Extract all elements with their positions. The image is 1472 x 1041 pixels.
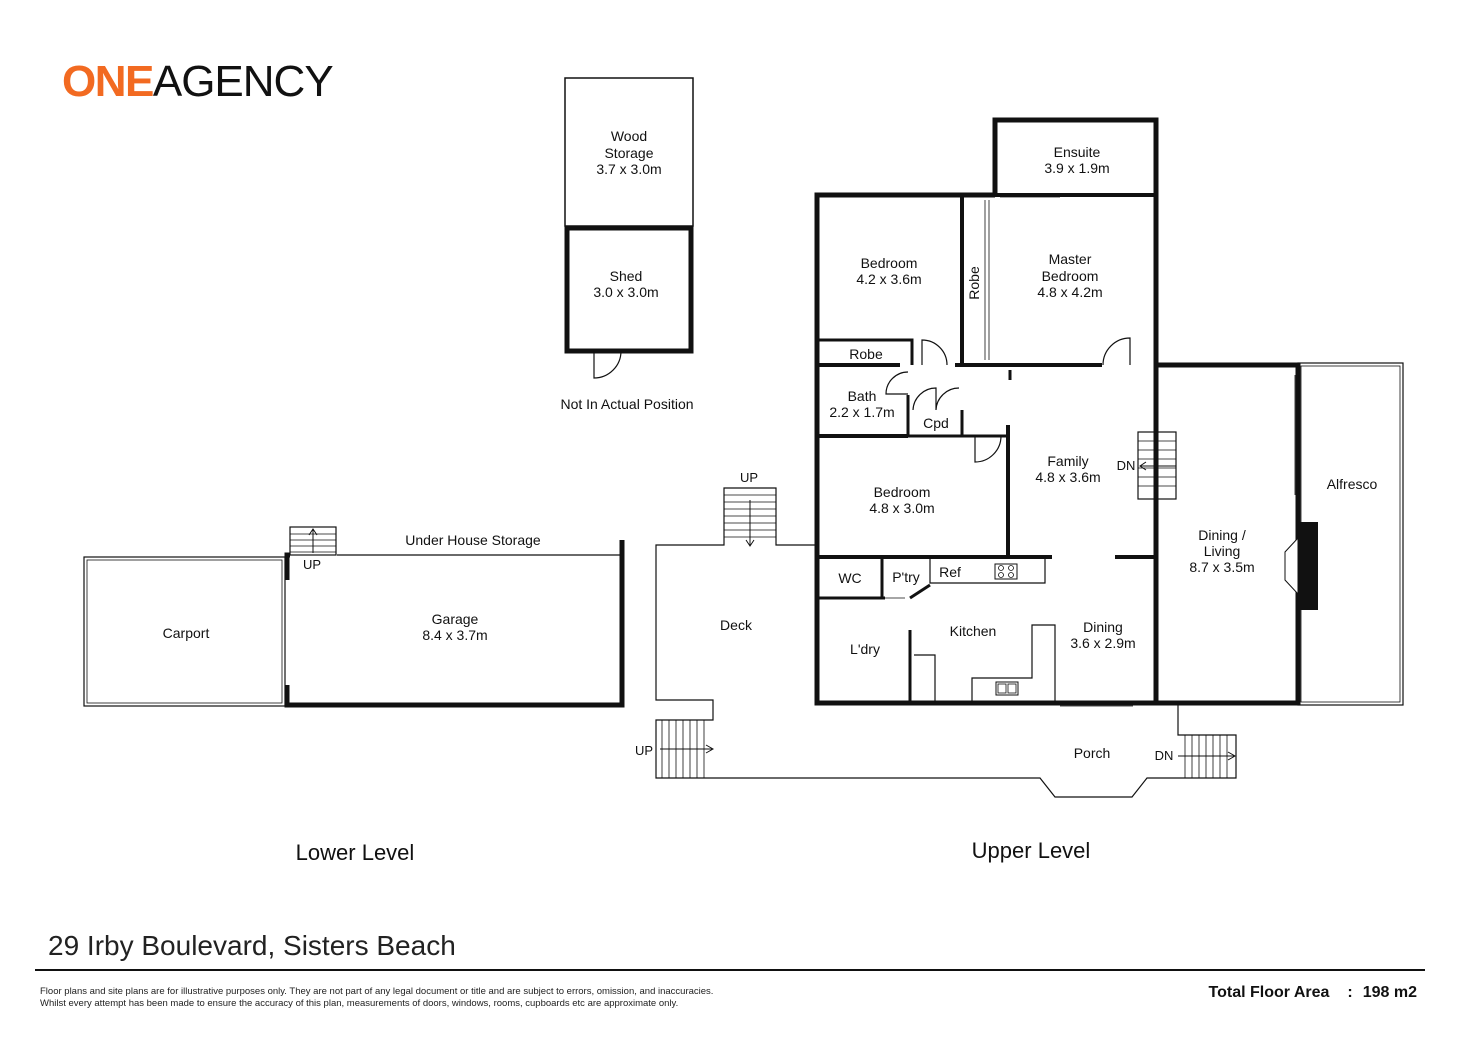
deck-up-label: UP [740, 470, 758, 485]
deck-porch-outline [655, 487, 1237, 798]
family-dn-label: DN [1117, 458, 1136, 473]
outbuildings [564, 77, 694, 379]
bedroom2-name: Bedroom [874, 484, 931, 500]
alfresco-sliders [1294, 375, 1300, 495]
laundry-bench [914, 654, 936, 703]
disclaimer-line-2: Whilst every attempt has been made to en… [40, 998, 679, 1009]
total-area-label: Total Floor Area [1208, 984, 1330, 1001]
master-name-2: Bedroom [1042, 268, 1099, 284]
garage-name: Garage [432, 611, 479, 627]
robe-sliders [984, 200, 990, 360]
bath-size: 2.2 x 1.7m [829, 404, 894, 420]
kitchen-label: Kitchen [950, 623, 997, 639]
property-address: 29 Irby Boulevard, Sisters Beach [48, 930, 456, 961]
cooktop-icon [994, 563, 1018, 580]
robe-wall [817, 338, 914, 365]
bedroom1-name: Bedroom [861, 255, 918, 271]
total-floor-area: Total Floor Area:198 m2 [1209, 984, 1418, 1002]
garage-wall-left [284, 552, 290, 580]
carport-label: Carport [163, 625, 210, 641]
ensuite-size: 3.9 x 1.9m [1044, 160, 1109, 176]
bath-name: Bath [848, 388, 877, 404]
disclaimer-line-1: Floor plans and site plans are for illus… [40, 986, 714, 997]
lower-stair-arrow [308, 528, 318, 553]
kitchen-bench-island [971, 624, 1056, 703]
bedroom-door [921, 339, 948, 366]
dining-name: Dining [1083, 619, 1123, 635]
cpd-walls [906, 395, 964, 438]
porch-label: Porch [1074, 745, 1111, 761]
master-name-1: Master [1049, 251, 1092, 267]
family-stair-arrow [1139, 461, 1176, 471]
kitchen-bench-top [929, 556, 1046, 584]
family-size: 4.8 x 3.6m [1035, 469, 1100, 485]
shed-door [593, 350, 622, 379]
alfresco-label: Alfresco [1327, 476, 1378, 492]
bedroom2-size: 4.8 x 3.0m [869, 500, 934, 516]
disclaimer: Floor plans and site plans are for illus… [40, 986, 713, 1010]
carport-outline [83, 556, 286, 707]
master-door [1102, 337, 1131, 366]
wood-storage-size: 3.7 x 3.0m [596, 161, 661, 177]
fireplace-hearth [1284, 536, 1299, 596]
deck-label: Deck [720, 617, 753, 633]
porch-up-label: UP [635, 743, 653, 758]
total-area-value: 198 m2 [1362, 984, 1417, 1001]
robe-vertical-label: Robe [966, 266, 982, 300]
bath-door [885, 371, 909, 395]
wc-label: WC [838, 570, 861, 586]
porch-left-stair-arrow [660, 744, 715, 754]
porch-dn-label: DN [1155, 748, 1174, 763]
sink-icon [995, 681, 1019, 696]
garage-walls [284, 540, 625, 708]
fireplace-icon [1298, 522, 1318, 610]
family-name: Family [1047, 453, 1088, 469]
robe-label: Robe [849, 346, 883, 362]
lower-up-label: UP [303, 557, 321, 572]
dining-living-name-1: Dining / [1198, 527, 1246, 543]
wood-storage-name-2: Storage [604, 145, 653, 161]
deck-stair-arrow [745, 500, 755, 547]
dining-living-size: 8.7 x 3.5m [1189, 559, 1254, 575]
porch-right-stair-arrow [1178, 751, 1237, 761]
front-sliders [1060, 702, 1133, 707]
footer-divider [35, 969, 1425, 971]
brand-logo: ONEAGENCY [62, 57, 334, 106]
lower-level-plan [83, 526, 625, 708]
dining-living-name-2: Living [1204, 543, 1241, 559]
upper-level-title: Upper Level [972, 838, 1091, 863]
pantry-angle-wall [909, 583, 931, 600]
family-stair-treads [1138, 440, 1176, 487]
lower-stairs [289, 526, 337, 556]
cpd-doors [912, 387, 960, 411]
garage-size: 8.4 x 3.7m [422, 627, 487, 643]
dining-size: 3.6 x 2.9m [1070, 635, 1135, 651]
bedroom1-size: 4.2 x 3.6m [856, 271, 921, 287]
ensuite-name: Ensuite [1054, 144, 1101, 160]
cpd-label: Cpd [923, 415, 949, 431]
shed-outline [564, 225, 694, 354]
shed-name: Shed [610, 268, 643, 284]
wood-storage-name-1: Wood [611, 128, 647, 144]
upper-level-plan [655, 117, 1404, 798]
not-in-position-note: Not In Actual Position [560, 396, 693, 412]
logo-one: ONE [62, 57, 154, 106]
master-size: 4.8 x 4.2m [1037, 284, 1102, 300]
pantry-label: P'try [892, 569, 920, 585]
bedroom2-door [974, 435, 1002, 463]
lower-level-title: Lower Level [296, 840, 415, 865]
laundry-label: L'dry [850, 641, 880, 657]
ref-label: Ref [939, 564, 961, 580]
shed-size: 3.0 x 3.0m [593, 284, 658, 300]
carport-inner [86, 559, 283, 704]
under-house-label: Under House Storage [405, 532, 541, 548]
total-area-colon: : [1347, 984, 1353, 1001]
logo-agency: AGENCY [152, 57, 334, 106]
